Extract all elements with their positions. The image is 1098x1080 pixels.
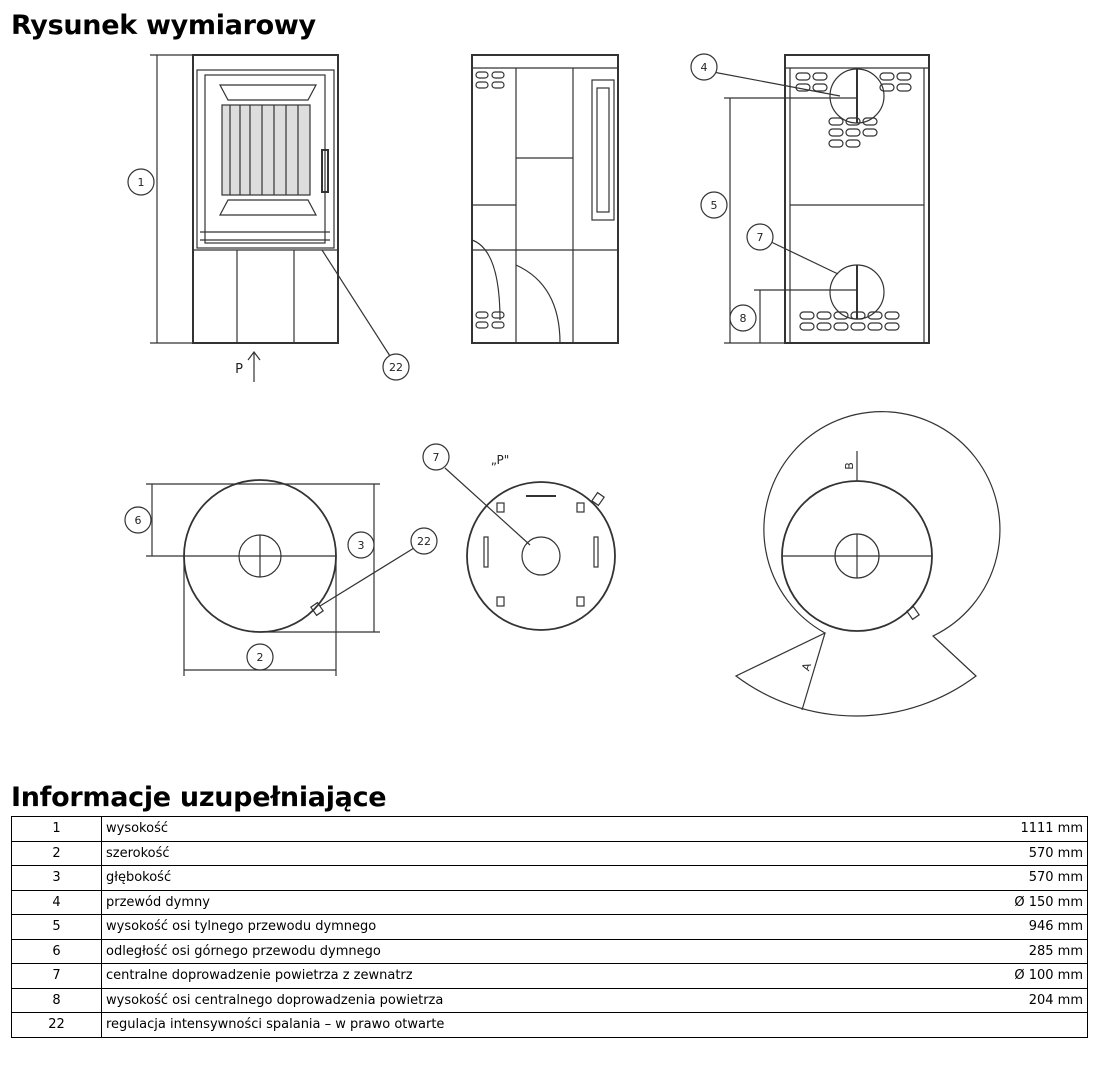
- row-value: 204 mm: [917, 987, 1088, 1013]
- table-row: 7 centralne doprowadzenie powietrza z ze…: [11, 963, 1088, 989]
- row-value: 570 mm: [917, 840, 1088, 866]
- table-row: 22 regulacja intensywności spalania – w …: [11, 1012, 1088, 1038]
- callout-2: 2: [257, 651, 264, 664]
- clearance-b-label: B: [843, 462, 856, 470]
- row-description: przewód dymny: [101, 889, 918, 915]
- callout-5: 5: [711, 199, 718, 212]
- table-row: 3 głębokość 570 mm: [11, 865, 1088, 891]
- front-view: [150, 54, 391, 382]
- clearance-view: [734, 411, 1001, 717]
- callout-3: 3: [358, 539, 365, 552]
- row-value: Ø 150 mm: [917, 889, 1088, 915]
- row-description: głębokość: [101, 865, 918, 891]
- row-description: wysokość osi tylnego przewodu dymnego: [101, 914, 918, 940]
- row-number: 2: [11, 840, 102, 866]
- table-row: 5 wysokość osi tylnego przewodu dymnego …: [11, 914, 1088, 940]
- dimension-drawing: 1 2 3 4 5 6 7 7 8 22 22 P „P" A B: [124, 53, 1001, 717]
- row-number: 6: [11, 938, 102, 964]
- row-description: regulacja intensywności spalania – w pra…: [101, 1012, 918, 1038]
- callout-8: 8: [740, 312, 747, 325]
- callout-22-top: 22: [417, 535, 431, 548]
- row-number: 4: [11, 889, 102, 915]
- info-table: 1 wysokość 1111 mm 2 szerokość 570 mm 3 …: [11, 816, 1088, 1038]
- row-number: 1: [11, 816, 102, 842]
- row-number: 5: [11, 914, 102, 940]
- row-number: 3: [11, 865, 102, 891]
- row-value: [917, 1012, 1088, 1038]
- table-row: 1 wysokość 1111 mm: [11, 816, 1088, 842]
- row-description: wysokość osi centralnego doprowadzenia p…: [101, 987, 918, 1013]
- row-value: 285 mm: [917, 938, 1088, 964]
- callout-4: 4: [701, 61, 708, 74]
- view-p-label: „P": [491, 453, 510, 467]
- row-value: 570 mm: [917, 865, 1088, 891]
- row-number: 8: [11, 987, 102, 1013]
- row-number: 7: [11, 963, 102, 989]
- bottom-view: [444, 467, 616, 631]
- back-view: [712, 54, 930, 344]
- callout-1: 1: [138, 176, 145, 189]
- callout-6: 6: [135, 514, 142, 527]
- callout-22-front: 22: [389, 361, 403, 374]
- drawing-section-title: Rysunek wymiarowy: [11, 10, 316, 41]
- info-section-title: Informacje uzupełniające: [11, 782, 387, 813]
- callout-7-back: 7: [757, 231, 764, 244]
- table-row: 8 wysokość osi centralnego doprowadzenia…: [11, 987, 1088, 1013]
- clearance-a-label: A: [799, 661, 814, 673]
- table-row: 4 przewód dymny Ø 150 mm: [11, 889, 1088, 915]
- table-row: 6 odległość osi górnego przewodu dymnego…: [11, 938, 1088, 964]
- callout-7-bottom: 7: [433, 451, 440, 464]
- top-view: [146, 479, 415, 676]
- row-value: 1111 mm: [917, 816, 1088, 842]
- row-value: 946 mm: [917, 914, 1088, 940]
- row-description: odległość osi górnego przewodu dymnego: [101, 938, 918, 964]
- view-direction-label: P: [235, 362, 243, 377]
- side-view: [471, 54, 619, 344]
- row-value: Ø 100 mm: [917, 963, 1088, 989]
- row-description: centralne doprowadzenie powietrza z zewn…: [101, 963, 918, 989]
- row-description: wysokość: [101, 816, 918, 842]
- table-row: 2 szerokość 570 mm: [11, 840, 1088, 866]
- row-description: szerokość: [101, 840, 918, 866]
- row-number: 22: [11, 1012, 102, 1038]
